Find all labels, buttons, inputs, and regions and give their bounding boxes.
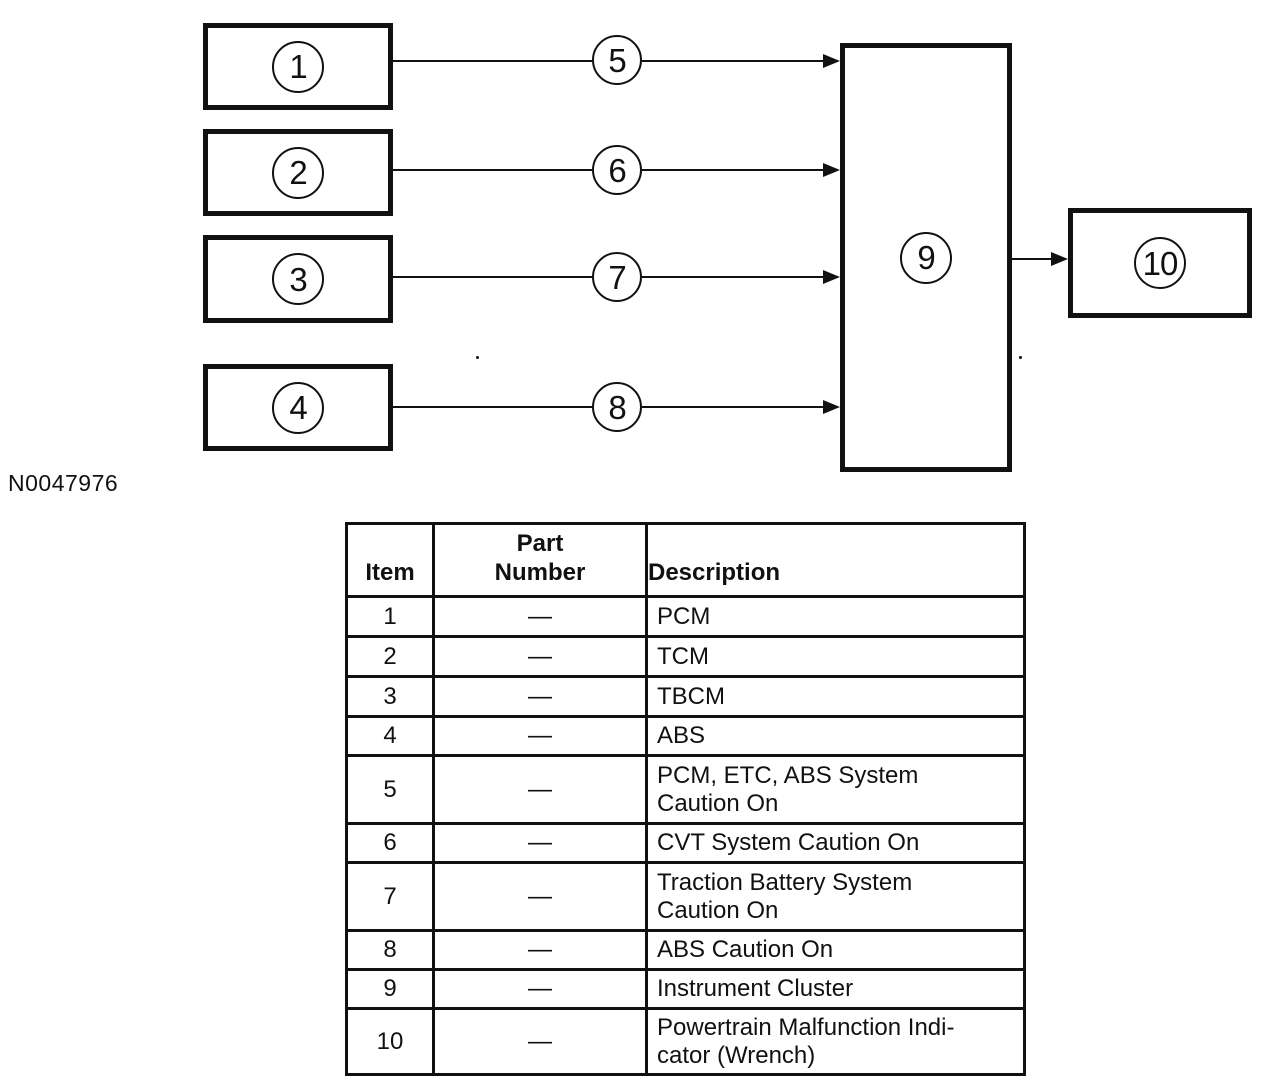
cell-description: Instrument Cluster: [645, 968, 1026, 1010]
table-row: 8 — ABS Caution On: [345, 929, 1026, 971]
cell-part-number: —: [432, 754, 648, 825]
scan-speck: [1019, 356, 1022, 359]
arrowhead-icon: [823, 400, 840, 414]
table-row: 3 — TBCM: [345, 675, 1026, 718]
cell-part-number: —: [432, 635, 648, 678]
cell-part-number: —: [432, 929, 648, 971]
cell-item: 6: [345, 822, 435, 864]
cell-item: 1: [345, 595, 435, 638]
module-box-2: 2: [203, 129, 393, 216]
table-row: 9 — Instrument Cluster: [345, 968, 1026, 1010]
table-row: 7 — Traction Battery System Caution On: [345, 861, 1026, 932]
cell-description: CVT System Caution On: [645, 822, 1026, 864]
header-description: Description: [645, 522, 1026, 598]
callout-circle-6: 6: [592, 145, 642, 195]
cell-part-number: —: [432, 595, 648, 638]
cell-description: Traction Battery System Caution On: [645, 861, 1026, 932]
cell-item: 10: [345, 1007, 435, 1076]
scan-speck: [476, 356, 479, 359]
callout-circle-3: 3: [272, 253, 324, 305]
callout-circle-4: 4: [272, 381, 324, 434]
cell-item: 9: [345, 968, 435, 1010]
cell-part-number: —: [432, 715, 648, 757]
cell-item: 4: [345, 715, 435, 757]
cell-part-number: —: [432, 968, 648, 1010]
table-row: 5 — PCM, ETC, ABS System Caution On: [345, 754, 1026, 825]
table-row: 2 — TCM: [345, 635, 1026, 678]
module-box-4: 4: [203, 364, 393, 451]
connector-line: [1012, 258, 1054, 260]
cell-item: 5: [345, 754, 435, 825]
cell-description: TCM: [645, 635, 1026, 678]
module-box-1: 1: [203, 23, 393, 110]
arrowhead-icon: [1051, 252, 1068, 266]
arrowhead-icon: [823, 270, 840, 284]
instrument-cluster-box: 9: [840, 43, 1012, 472]
parts-legend-table: Item Part Number Description 1 — PCM 2 —…: [345, 522, 1026, 1076]
connector-line: [393, 406, 592, 408]
connector-line: [393, 276, 592, 278]
callout-circle-5: 5: [592, 35, 642, 85]
cell-part-number: —: [432, 1007, 648, 1076]
connector-line: [642, 406, 826, 408]
cell-item: 8: [345, 929, 435, 971]
callout-circle-7: 7: [592, 252, 642, 302]
callout-circle-1: 1: [272, 40, 324, 93]
cell-description: PCM: [645, 595, 1026, 638]
indicator-box: 10: [1068, 208, 1252, 318]
cell-part-number: —: [432, 675, 648, 718]
cell-item: 3: [345, 675, 435, 718]
arrowhead-icon: [823, 163, 840, 177]
table-row: 4 — ABS: [345, 715, 1026, 757]
connector-line: [642, 169, 826, 171]
cell-item: 2: [345, 635, 435, 678]
figure-id-label: N0047976: [8, 470, 119, 496]
arrowhead-icon: [823, 54, 840, 68]
module-box-3: 3: [203, 235, 393, 323]
cell-description: ABS Caution On: [645, 929, 1026, 971]
callout-circle-8: 8: [592, 382, 642, 432]
connector-line: [393, 60, 592, 62]
connector-line: [642, 276, 826, 278]
cell-description: TBCM: [645, 675, 1026, 718]
connector-line: [393, 169, 592, 171]
cell-description: PCM, ETC, ABS System Caution On: [645, 754, 1026, 825]
header-part-number: Part Number: [432, 522, 648, 598]
cell-item: 7: [345, 861, 435, 932]
cell-part-number: —: [432, 861, 648, 932]
table-row: 6 — CVT System Caution On: [345, 822, 1026, 864]
table-row: 1 — PCM: [345, 595, 1026, 638]
cell-part-number: —: [432, 822, 648, 864]
callout-circle-10: 10: [1134, 237, 1186, 289]
table-header-row: Item Part Number Description: [345, 522, 1026, 598]
cell-description: Powertrain Malfunction Indi- cator (Wren…: [645, 1007, 1026, 1076]
callout-circle-9: 9: [900, 231, 952, 284]
cell-description: ABS: [645, 715, 1026, 757]
callout-circle-2: 2: [272, 146, 324, 199]
header-item: Item: [345, 522, 435, 598]
table-row: 10 — Powertrain Malfunction Indi- cator …: [345, 1007, 1026, 1076]
connector-line: [642, 60, 826, 62]
